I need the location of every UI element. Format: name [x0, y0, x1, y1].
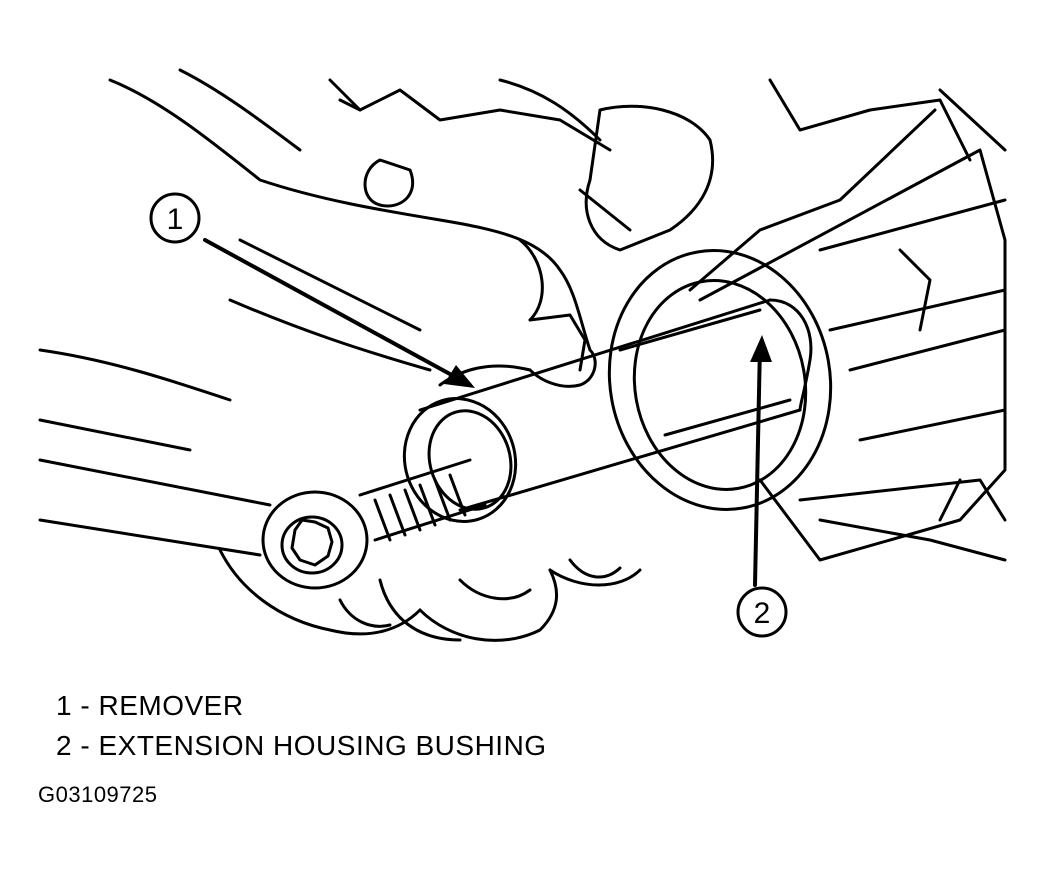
- gripping-hand: [38, 68, 597, 452]
- legend-number: 2: [56, 730, 73, 761]
- legend-item-remover: 1 - REMOVER: [56, 686, 547, 726]
- extension-housing: [688, 78, 1007, 562]
- legend-label: REMOVER: [98, 690, 244, 721]
- legend-separator: -: [80, 690, 91, 721]
- callout-arrow-2: [753, 343, 762, 587]
- legend-item-bushing: 2 - EXTENSION HOUSING BUSHING: [56, 726, 547, 766]
- legend-label: EXTENSION HOUSING BUSHING: [98, 730, 547, 761]
- arrowhead-2: [750, 335, 772, 362]
- legend-number: 1: [56, 690, 73, 721]
- background-hand: [328, 78, 715, 252]
- threaded-bolt: [358, 458, 487, 542]
- housing-bushing: [607, 249, 833, 511]
- callout-1-label: 1: [167, 203, 184, 236]
- callout-2-label: 2: [754, 597, 771, 630]
- callout-2: 2: [736, 586, 788, 638]
- lower-fingers: [218, 548, 642, 642]
- arrowhead-1: [444, 365, 475, 388]
- legend: 1 - REMOVER 2 - EXTENSION HOUSING BUSHIN…: [56, 686, 547, 766]
- wrench: [38, 458, 369, 590]
- callout-arrow-1: [203, 238, 472, 387]
- legend-separator: -: [80, 730, 91, 761]
- remover-tool: [402, 298, 813, 523]
- callout-1: 1: [149, 192, 201, 244]
- figure-id: G03109725: [38, 782, 158, 807]
